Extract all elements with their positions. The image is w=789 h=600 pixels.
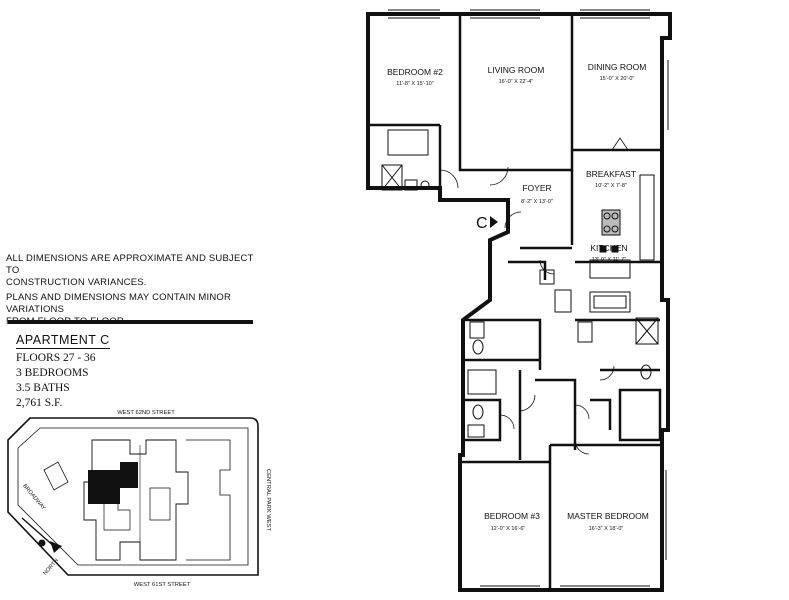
room-dims-kitchen: 13'-0" X 11'-7" bbox=[592, 257, 626, 263]
street-label-west: BROADWAY bbox=[21, 483, 46, 512]
shower bbox=[381, 164, 403, 191]
entry-arrow-icon bbox=[490, 216, 498, 228]
apartment-baths: 3.5 BATHS bbox=[16, 382, 70, 394]
kitchen-counter-bottom bbox=[589, 259, 631, 279]
divider-rule bbox=[8, 320, 253, 324]
room-name-living: LIVING ROOM bbox=[488, 65, 545, 75]
closet-bedroom2 bbox=[387, 129, 429, 156]
disclaimer-line: ALL DIMENSIONS ARE APPROXIMATE AND SUBJE… bbox=[6, 253, 254, 276]
room-dims-bedroom2: 11'-8" X 15'-10" bbox=[396, 81, 433, 87]
windows-top bbox=[388, 9, 669, 587]
laundry bbox=[539, 269, 555, 285]
apartment-floors: FLOORS 27 - 36 bbox=[16, 352, 96, 364]
site-inner-boundary bbox=[17, 427, 249, 566]
cooktop-burner bbox=[603, 225, 611, 233]
apartment-bedrooms: 3 BEDROOMS bbox=[16, 367, 89, 379]
kitchen-island bbox=[601, 209, 621, 236]
bath3-sink bbox=[467, 424, 485, 438]
room-dims-bedroom3: 12'-0" X 16'-6" bbox=[491, 526, 526, 532]
bath3-tub bbox=[467, 369, 497, 395]
vanity bbox=[577, 321, 593, 343]
bathtub-inner bbox=[593, 295, 627, 309]
disclaimer-line: PLANS AND DIMENSIONS MAY CONTAIN MINOR V… bbox=[6, 292, 232, 315]
room-dims-dining: 15'-0" X 20'-0" bbox=[600, 76, 635, 82]
north-label: NORTH bbox=[42, 558, 60, 577]
bath3-toilet bbox=[472, 404, 484, 420]
entry-label: C bbox=[476, 215, 488, 232]
room-name-master: MASTER BEDROOM bbox=[567, 511, 649, 521]
disclaimer-line: CONSTRUCTION VARIANCES. bbox=[6, 277, 147, 288]
site-boundary bbox=[7, 417, 259, 576]
toilet bbox=[420, 180, 430, 190]
kitchen-counter bbox=[639, 174, 655, 261]
street-label-north: WEST 62ND STREET bbox=[117, 410, 175, 416]
column bbox=[599, 245, 607, 253]
apartment-c-location-highlight bbox=[88, 470, 120, 504]
disclaimer-note-1: ALL DIMENSIONS ARE APPROXIMATE AND SUBJE… bbox=[6, 253, 266, 289]
north-arrow bbox=[21, 517, 57, 549]
closet-foyer bbox=[554, 289, 572, 313]
north-arrow-tip bbox=[50, 541, 62, 553]
apartment-area: 2,761 S.F. bbox=[16, 397, 63, 409]
room-name-breakfast: BREAKFAST bbox=[586, 169, 636, 179]
room-name-kitchen: KITCHEN bbox=[590, 243, 627, 253]
north-arrow-head bbox=[38, 539, 46, 547]
broadway-median bbox=[43, 461, 69, 491]
bathtub bbox=[589, 291, 631, 313]
door-swings bbox=[439, 137, 629, 455]
apartment-c-location-highlight-2 bbox=[120, 462, 138, 488]
building-wing bbox=[186, 439, 231, 561]
master-toilet bbox=[640, 364, 652, 380]
fixtures bbox=[381, 129, 659, 438]
master-shower bbox=[635, 317, 659, 345]
room-dims-master: 16'-3" X 18'-0" bbox=[589, 526, 624, 532]
room-name-foyer: FOYER bbox=[522, 183, 551, 193]
street-label-east: CENTRAL PARK WEST bbox=[265, 469, 271, 532]
room-dims-breakfast: 10'-2" X 7'-8" bbox=[595, 183, 627, 189]
column bbox=[611, 245, 619, 253]
powder-toilet bbox=[472, 339, 484, 355]
room-name-bedroom3: BEDROOM #3 bbox=[484, 511, 540, 521]
cooktop-burner bbox=[603, 212, 611, 220]
sink bbox=[404, 179, 418, 191]
room-dims-living: 16'-0" X 22'-4" bbox=[499, 79, 534, 85]
room-dims-foyer: 8'-2" X 13'-0" bbox=[521, 199, 553, 205]
room-name-bedroom2: BEDROOM #2 bbox=[387, 67, 443, 77]
cooktop-burner bbox=[611, 225, 619, 233]
cooktop-burner bbox=[611, 212, 619, 220]
powder-sink bbox=[469, 321, 485, 339]
exterior-walls bbox=[366, 12, 672, 592]
room-labels: BEDROOM #2 11'-8" X 15'-10" LIVING ROOM … bbox=[387, 62, 649, 532]
street-label-south: WEST 61ST STREET bbox=[134, 582, 191, 588]
key-plan bbox=[7, 417, 259, 576]
building-outline bbox=[83, 439, 189, 561]
room-name-dining: DINING ROOM bbox=[588, 62, 647, 72]
interior-walls bbox=[368, 16, 662, 590]
apartment-title: APARTMENT C bbox=[16, 333, 110, 349]
